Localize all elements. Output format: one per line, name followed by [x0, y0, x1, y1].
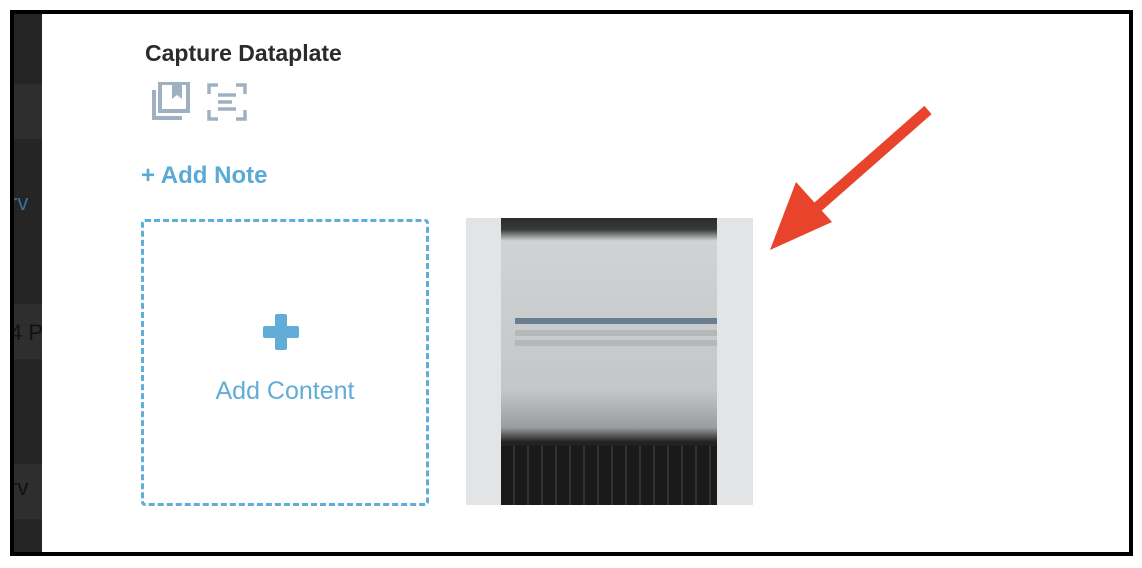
laptop-photo: [501, 218, 717, 505]
add-content-button[interactable]: Add Content: [141, 219, 429, 506]
dataplate-photo-thumbnail[interactable]: [466, 218, 753, 505]
sidebar-fragment[interactable]: rv: [14, 190, 29, 215]
photo-detail: [515, 318, 717, 324]
photo-detail: [515, 330, 717, 336]
app-window: rv 4 P rv Capture Dataplate + Add Note A…: [10, 10, 1133, 556]
sidebar-band: [14, 304, 42, 359]
sidebar-fragment[interactable]: rv: [14, 475, 29, 500]
scan-text-icon[interactable]: [207, 82, 247, 122]
sidebar-band: [14, 84, 42, 139]
sidebar-band: [14, 464, 42, 519]
red-arrow-annotation: [770, 105, 932, 250]
plus-icon: [263, 314, 299, 350]
photo-detail: [515, 340, 717, 346]
photo-keyboard: [501, 446, 717, 505]
sidebar: rv 4 P rv: [14, 14, 42, 552]
add-content-label: Add Content: [215, 377, 355, 405]
section-title: Capture Dataplate: [145, 40, 342, 66]
sidebar-fragment[interactable]: 4 P: [14, 320, 42, 345]
add-note-link[interactable]: + Add Note: [141, 162, 268, 189]
gallery-bookmark-icon[interactable]: [150, 82, 190, 122]
